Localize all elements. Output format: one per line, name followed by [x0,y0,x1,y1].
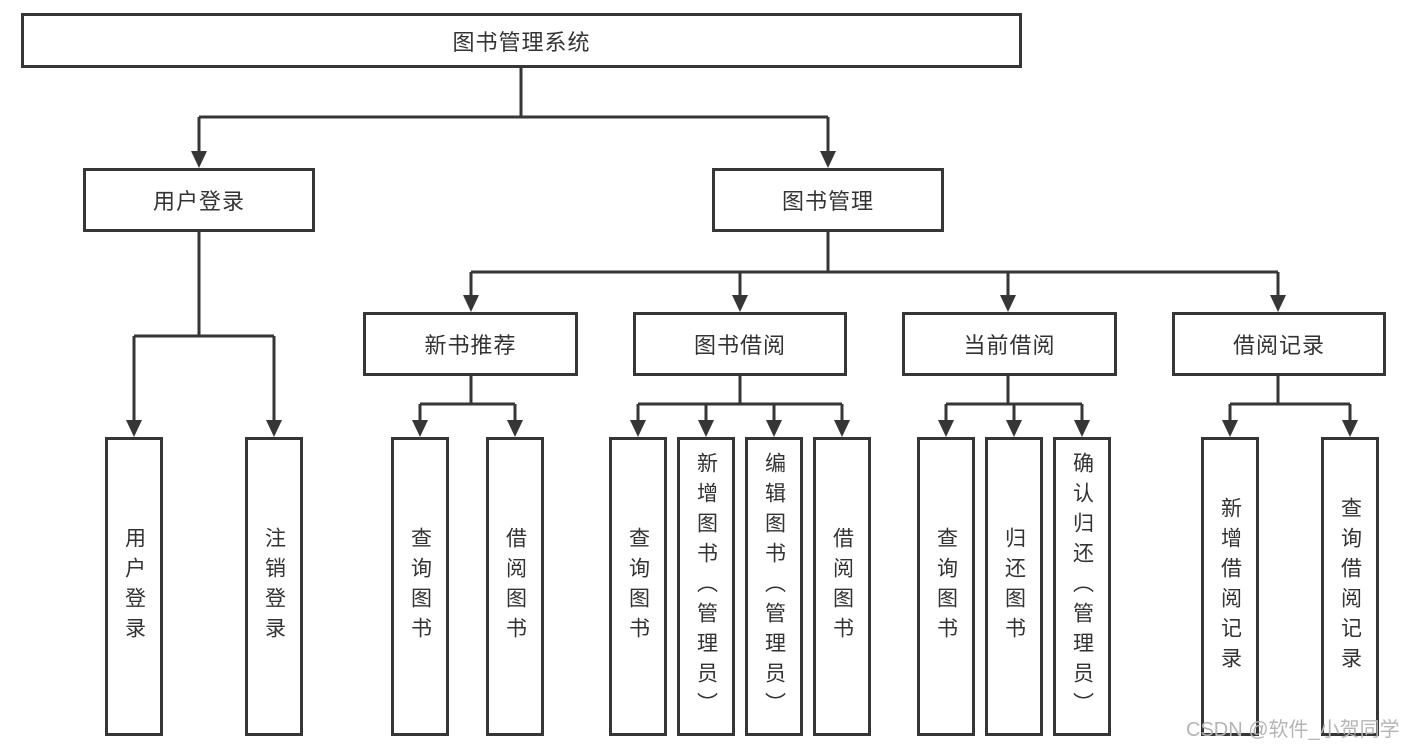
csdn-watermark: CSDN @软件_小贺同学 [1186,719,1400,741]
node-label-leaf-query-borrow-record: 查询借阅记录 [1338,496,1362,677]
node-leaf-logout: 注销登录 [245,437,303,736]
node-leaf-borrow-book-2: 借阅图书 [813,437,871,736]
node-label-leaf-borrow-book-1: 借阅图书 [503,526,527,647]
node-borrowing-records: 借阅记录 [1172,312,1386,376]
node-label-leaf-confirm-return-admin: 确认归还（管理员） [1070,451,1094,722]
node-label-leaf-query-book-3: 查询图书 [934,526,958,647]
node-leaf-edit-book-admin: 编辑图书（管理员） [745,437,803,736]
node-leaf-confirm-return-admin: 确认归还（管理员） [1053,437,1111,736]
node-label-leaf-borrow-book-2: 借阅图书 [830,526,854,647]
node-current-borrowing: 当前借阅 [902,312,1117,376]
node-label-leaf-logout: 注销登录 [262,526,286,647]
node-label-leaf-add-book-admin: 新增图书（管理员） [694,451,718,722]
node-user-login-group: 用户登录 [83,168,315,232]
node-book-borrowing: 图书借阅 [633,312,847,376]
node-label-leaf-query-book-1: 查询图书 [408,526,432,647]
node-label-book-management-group: 图书管理 [781,189,874,214]
node-book-management-group: 图书管理 [712,168,944,232]
node-leaf-add-book-admin: 新增图书（管理员） [677,437,735,736]
node-leaf-query-book-2: 查询图书 [609,437,667,736]
node-label-book-borrowing: 图书借阅 [693,333,786,358]
node-library-management-system: 图书管理系统 [21,13,1022,68]
node-leaf-return-book: 归还图书 [985,437,1043,736]
node-label-user-login-group: 用户登录 [152,189,245,214]
node-leaf-add-borrow-record: 新增借阅记录 [1201,437,1259,736]
node-label-leaf-query-book-2: 查询图书 [626,526,650,647]
node-label-leaf-user-login: 用户登录 [122,526,146,647]
node-label-root: 图书管理系统 [452,29,591,55]
node-label-borrowing-records: 借阅记录 [1232,333,1325,358]
node-label-leaf-return-book: 归还图书 [1002,526,1026,647]
node-leaf-query-borrow-record: 查询借阅记录 [1321,437,1379,736]
node-new-book-recommendation: 新书推荐 [363,312,578,376]
node-leaf-borrow-book-1: 借阅图书 [486,437,544,736]
node-leaf-query-book-3: 查询图书 [917,437,975,736]
node-label-new-book-recommendation: 新书推荐 [424,333,517,358]
node-leaf-query-book-1: 查询图书 [391,437,449,736]
node-label-leaf-add-borrow-record: 新增借阅记录 [1218,496,1242,677]
node-leaf-user-login: 用户登录 [105,437,163,736]
node-label-leaf-edit-book-admin: 编辑图书（管理员） [762,451,786,722]
node-label-current-borrowing: 当前借阅 [963,333,1056,358]
